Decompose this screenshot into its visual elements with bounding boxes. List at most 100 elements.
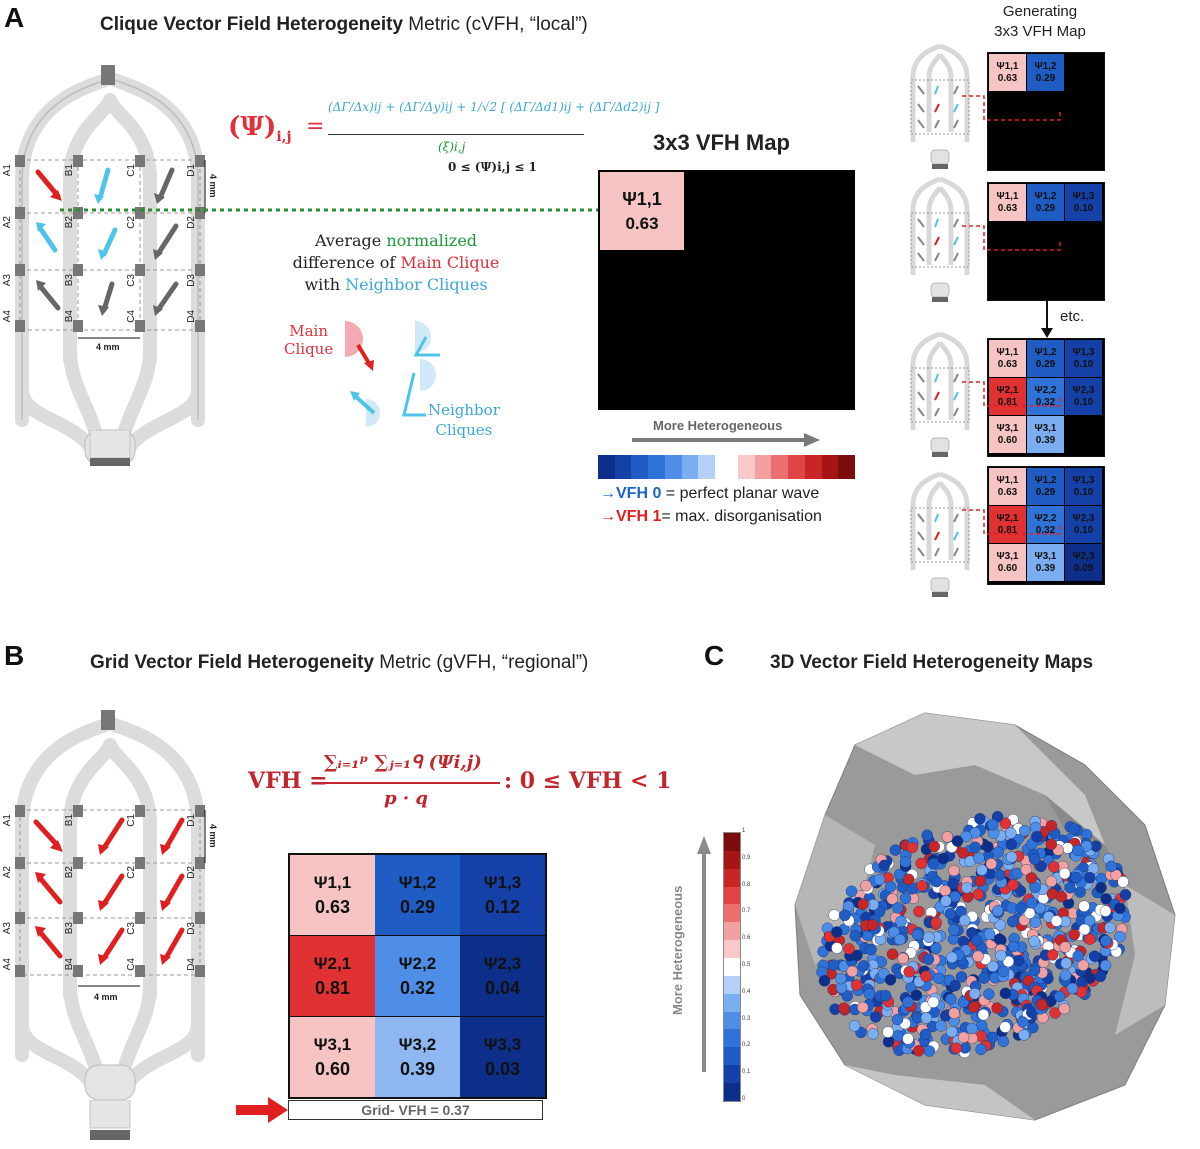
vfh-dot (863, 988, 876, 1000)
vfh-dot (941, 831, 954, 843)
vfh-dot (982, 841, 994, 853)
electrode-label: B3 (64, 274, 75, 287)
colorbar-tick-label: 0 (742, 1096, 746, 1102)
vfh-dot (974, 875, 987, 887)
electrode-grid-b: A1 B1 C1 D1 A2 B2 C2 D2 A3 B3 C3 D3 A4 B… (0, 800, 230, 1002)
electrode-label: D3 (186, 274, 197, 287)
mini-catheter-icon (910, 176, 970, 302)
vfh-dot (977, 1009, 990, 1021)
vfh-dot (866, 919, 879, 931)
catheter-tip-a (89, 430, 131, 466)
electrode-label: C3 (126, 922, 137, 935)
vfh-dot (892, 902, 904, 914)
step-connector (962, 381, 1061, 407)
vfh-dot (1018, 824, 1031, 837)
vfh-dot (1078, 900, 1090, 912)
vfh-dot (1072, 950, 1084, 962)
vfh-dot (986, 1031, 999, 1044)
colorbar-tick-label: 0.2 (742, 1042, 751, 1049)
vfh-dot (949, 979, 961, 992)
electrode-label: A1 (2, 164, 13, 177)
colorbar-swatch (724, 1047, 740, 1066)
vfh-dot (865, 943, 877, 956)
vfh-dot (1028, 935, 1040, 947)
vfh-dot (930, 916, 942, 929)
mini-catheter-icon (910, 471, 970, 597)
vfh-dot (1078, 923, 1091, 936)
vfh-dot (1100, 893, 1112, 905)
electrode-label: B1 (64, 164, 75, 177)
vfh-dot (903, 966, 915, 978)
vfh-dot (845, 885, 858, 898)
vfh-dot (1105, 860, 1117, 873)
colorbar-swatch (681, 455, 699, 479)
vfh-dot (1099, 959, 1112, 972)
vfh-dot (950, 1042, 963, 1054)
vfh-dot (1012, 954, 1025, 967)
vfh-dot (992, 846, 1004, 858)
vfh-dot (994, 919, 1006, 931)
electrode-label: C3 (126, 274, 137, 287)
panel-a-label: A (4, 2, 25, 33)
vfh-dot (966, 1022, 978, 1035)
colorbar-swatch (631, 455, 649, 479)
heterogeneity-arrow (632, 433, 820, 447)
vfh-dot (897, 952, 909, 965)
vfh-dot (997, 1035, 1010, 1048)
vfh-dot (1005, 838, 1018, 851)
vfh-dot (1015, 902, 1027, 914)
electrode-label: A3 (2, 922, 13, 935)
heart-3d-map (794, 712, 1176, 1121)
vfh-dot (933, 972, 945, 984)
vfh-dot (983, 928, 996, 940)
vfh-dot (1045, 819, 1058, 832)
colorbar-swatch (724, 975, 740, 994)
vfh-dot (999, 817, 1012, 829)
panel-c-title: 3D Vector Field Heterogeneity Maps (770, 652, 1094, 673)
vfh-dot (1074, 886, 1086, 898)
cvfh-formula: (Ψ)i,j = (ΔΓ/Δx)ij + (ΔΓ/Δy)ij + 1/√2 [ … (228, 100, 660, 174)
vfh-dot (1059, 941, 1071, 953)
vfh-dot (894, 933, 906, 946)
vfh-dot (1099, 905, 1112, 917)
vfh-dot (1114, 930, 1126, 943)
colorbar-swatch (724, 850, 740, 869)
vfh-dot (946, 1026, 958, 1038)
colorbar-swatch (724, 1083, 740, 1101)
vfh-map: Ψ1,1 0.63 (598, 170, 855, 410)
vfh-dot (895, 915, 907, 928)
vfh-dot (906, 841, 918, 854)
vfh-dot (919, 1028, 932, 1041)
vfh-dot (1046, 949, 1059, 961)
vfh-dot (886, 893, 898, 905)
vfh-dot (978, 972, 990, 984)
vfh-dot (857, 1001, 869, 1014)
electrode-label: A2 (2, 866, 13, 879)
vfh-dot (1070, 871, 1082, 884)
vfh-dot (923, 931, 935, 944)
vfh-dot (1031, 830, 1043, 843)
vfh-dot (1054, 990, 1066, 1003)
vfh-dot (944, 908, 957, 920)
vfh-dot (972, 888, 985, 901)
colorbar-swatch (724, 940, 740, 959)
formula-range: 0 ≤ (Ψ)i,j ≤ 1 (448, 160, 537, 174)
formula-numerator: (ΔΓ/Δx)ij + (ΔΓ/Δy)ij + 1/√2 [ (ΔΓ/Δd1)i… (328, 100, 660, 114)
vfh-dot (922, 953, 935, 965)
